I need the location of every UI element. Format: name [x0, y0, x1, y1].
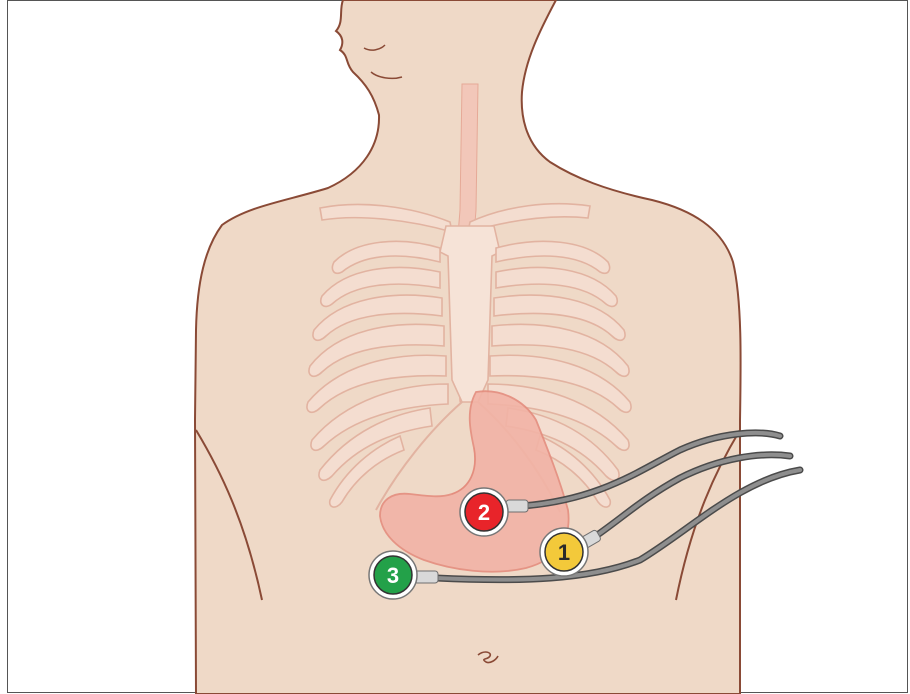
electrode-3-label: 3 — [387, 563, 399, 588]
electrode-2-label: 2 — [478, 500, 490, 525]
electrode-1-label: 1 — [558, 540, 570, 565]
